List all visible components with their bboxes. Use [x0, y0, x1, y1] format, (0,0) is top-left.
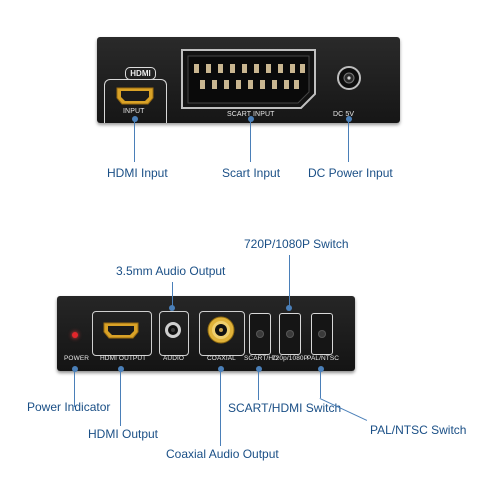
hdmi-input-callout: HDMI Input	[107, 166, 168, 180]
resolution-switch-callout: 720P/1080P Switch	[244, 237, 349, 251]
power-indicator-callout: Power Indicator	[27, 400, 111, 414]
scart-hdmi-switch[interactable]	[249, 313, 271, 355]
scart-hdmi-pointer-dot	[256, 366, 262, 372]
audio-label: AUDIO	[163, 355, 185, 362]
hdmi-input-port-frame	[104, 79, 167, 123]
resolution-switch-pointer-dot	[286, 305, 292, 311]
scart-input-pointer-line	[250, 120, 251, 162]
audio-output-pointer-line	[172, 282, 173, 308]
coaxial-pointer-line	[220, 370, 221, 446]
hdmi-logo-text: HDMI	[130, 69, 151, 78]
power-indicator-pointer-dot	[72, 366, 78, 372]
coaxial-output-callout: Coaxial Audio Output	[166, 447, 279, 461]
coaxial-port[interactable]	[207, 316, 235, 344]
audio-jack-port[interactable]	[164, 321, 182, 339]
resolution-switch-pointer-line	[289, 255, 290, 308]
hdmi-output-port[interactable]	[103, 322, 139, 339]
scart-hd-label: SCART/HD	[244, 355, 278, 362]
pal-ntsc-label: PAL/NTSC	[307, 355, 340, 362]
pal-ntsc-switch-callout: PAL/NTSC Switch	[370, 423, 467, 437]
hdmi-output-callout: HDMI Output	[88, 427, 159, 441]
scart-input-callout: Scart Input	[222, 166, 281, 180]
hdmi-input-pointer-dot	[132, 116, 138, 122]
hdmi-output-pointer-dot	[118, 366, 124, 372]
hdmi-input-port[interactable]	[116, 87, 154, 105]
dc-input-pointer-dot	[346, 116, 352, 122]
audio-output-pointer-dot	[169, 305, 175, 311]
scart-hdmi-pointer-line	[258, 370, 259, 400]
dc-power-jack[interactable]	[336, 65, 362, 91]
scart-input-label: SCART INPUT	[227, 111, 275, 118]
scart-input-pointer-dot	[248, 116, 254, 122]
resolution-switch[interactable]	[279, 313, 301, 355]
scart-hdmi-switch-button[interactable]	[256, 330, 264, 338]
dc-input-callout: DC Power Input	[308, 166, 393, 180]
hdmi-output-pointer-line	[120, 370, 121, 426]
resolution-switch-button[interactable]	[286, 330, 294, 338]
power-indicator-pointer-line	[74, 370, 75, 407]
power-led	[72, 332, 78, 338]
hdmi-output-port-frame	[92, 311, 152, 356]
dc-input-pointer-line	[348, 120, 349, 162]
hdmi-input-pointer-line	[134, 120, 135, 162]
pal-ntsc-pointer-line-vertical	[320, 370, 321, 398]
hdmi-input-label: INPUT	[123, 108, 145, 115]
coaxial-port-frame	[199, 311, 245, 356]
pal-ntsc-pointer-dot	[318, 366, 324, 372]
audio-jack-frame	[159, 311, 189, 356]
coaxial-pointer-dot	[218, 366, 224, 372]
pal-ntsc-switch[interactable]	[311, 313, 333, 355]
scart-hdmi-switch-callout: SCART/HDMI Switch	[228, 401, 342, 415]
power-label: POWER	[64, 355, 90, 362]
dc-power-label: DC 5V	[333, 111, 355, 118]
audio-output-callout: 3.5mm Audio Output	[116, 264, 226, 278]
resolution-label: 720p/1080P	[272, 355, 309, 362]
coaxial-label: COAXIAL	[207, 355, 236, 362]
scart-input-port[interactable]	[180, 48, 317, 110]
hdmi-output-label: HDMI OUTPUT	[100, 355, 147, 362]
pal-ntsc-switch-button[interactable]	[318, 330, 326, 338]
